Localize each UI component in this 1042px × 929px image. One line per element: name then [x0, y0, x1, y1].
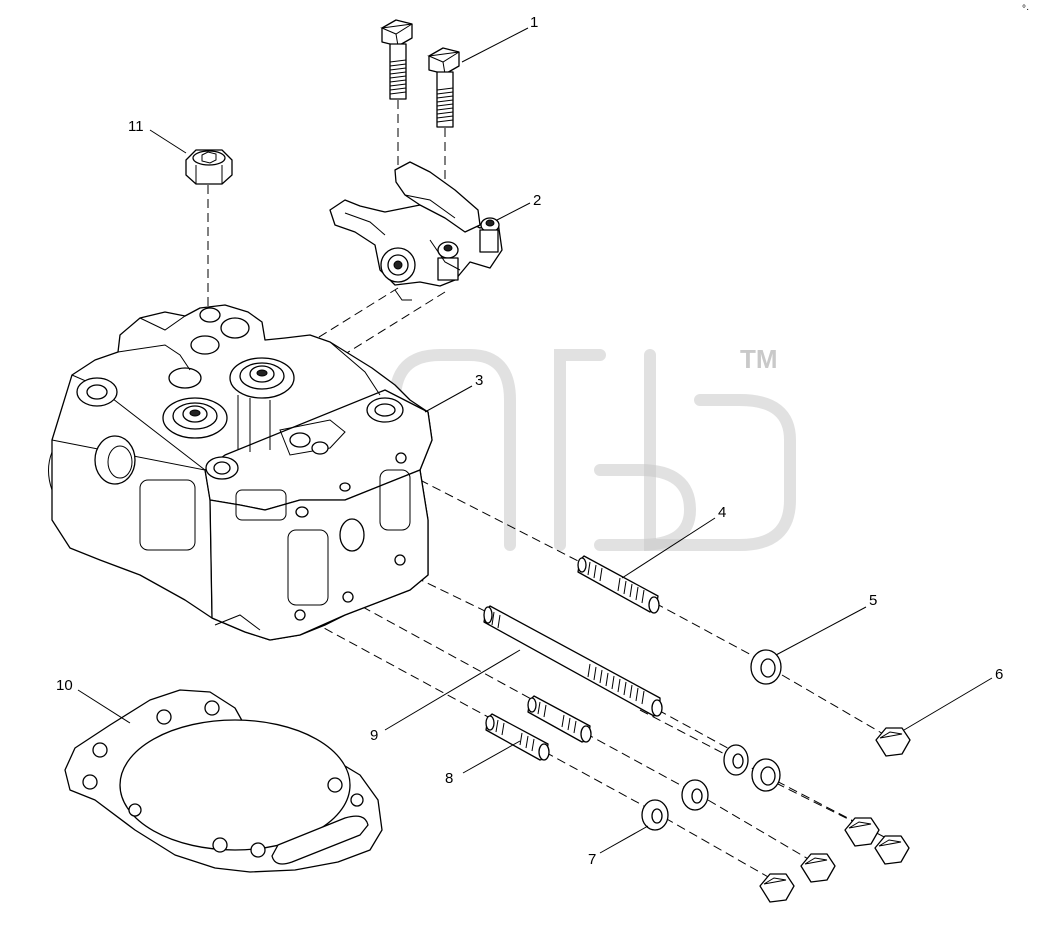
head-gasket	[64, 689, 383, 873]
washers	[641, 649, 782, 831]
cylinder-head	[48, 304, 433, 641]
callout-4: 4	[718, 504, 726, 521]
callout-labels: 1 2 3 4 5 6 7 8 9 10 11	[56, 14, 1003, 868]
callout-3: 3	[475, 372, 483, 389]
rocker-arm-assembly	[329, 161, 503, 301]
callout-10: 10	[56, 677, 73, 694]
stud-short-upper	[577, 555, 660, 614]
callout-6: 6	[995, 666, 1003, 683]
bolt-pair	[380, 19, 460, 128]
callout-9: 9	[370, 727, 378, 744]
hex-plug	[185, 149, 233, 185]
hex-nuts	[759, 727, 911, 903]
stud-short-pair	[485, 695, 592, 761]
corner-mark: °·	[1022, 4, 1029, 15]
callout-5: 5	[869, 592, 877, 609]
trademark-mark: TM	[740, 344, 778, 374]
leader-lines	[77, 27, 993, 854]
callout-11: 11	[128, 118, 144, 135]
callout-7: 7	[588, 851, 596, 868]
callout-8: 8	[445, 770, 453, 787]
callout-1: 1	[530, 14, 538, 31]
stud-long	[483, 605, 663, 717]
callout-2: 2	[533, 192, 541, 209]
